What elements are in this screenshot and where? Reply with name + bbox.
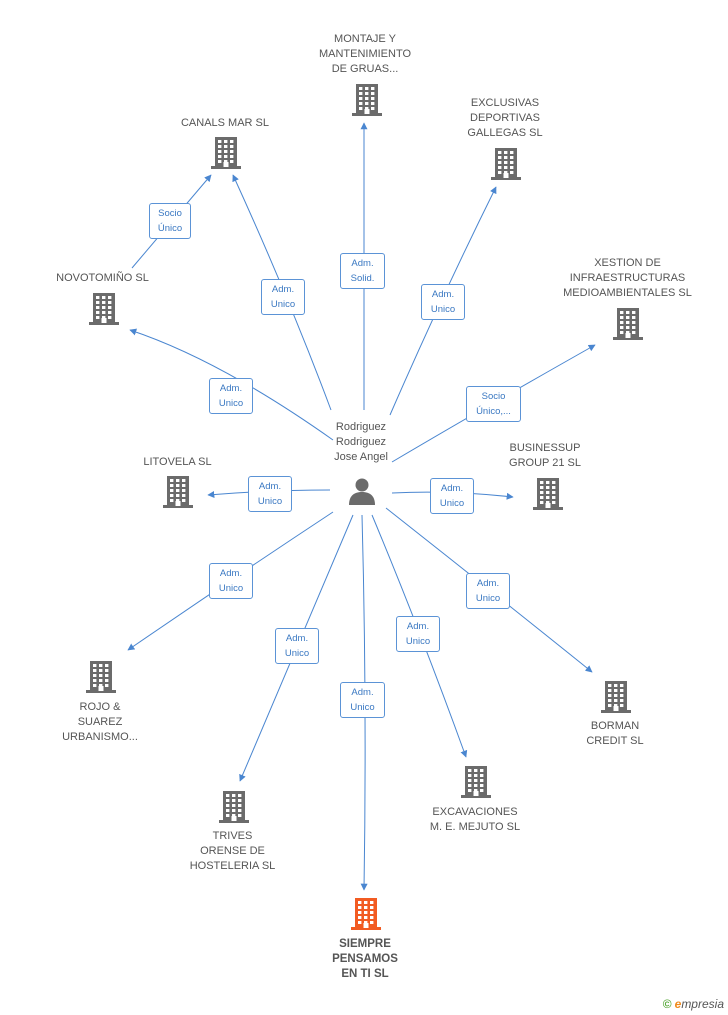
company-label: LITOVELA SL xyxy=(143,456,212,468)
company-label: SIEMPRE PENSAMOS EN TI SL xyxy=(332,938,398,980)
company-xestion[interactable]: XESTION DE INFRAESTRUCTURAS MEDIOAMBIENT… xyxy=(550,256,705,301)
building-icon[interactable] xyxy=(461,766,491,803)
company-litovela[interactable]: LITOVELA SL xyxy=(120,455,235,470)
relation-label-excavaciones[interactable]: Adm. Unico xyxy=(396,616,440,652)
company-exclusivas[interactable]: EXCLUSIVAS DEPORTIVAS GALLEGAS SL xyxy=(450,96,560,141)
relation-label-borman[interactable]: Adm. Unico xyxy=(466,573,510,609)
company-label: NOVOTOMIÑO SL xyxy=(56,272,149,284)
company-label: TRIVES ORENSE DE HOSTELERIA SL xyxy=(189,830,276,872)
company-montaje[interactable]: MONTAJE Y MANTENIMIENTO DE GRUAS... xyxy=(305,32,425,77)
building-icon[interactable] xyxy=(163,476,193,513)
relation-label-businessup[interactable]: Adm. Unico xyxy=(430,478,474,514)
building-icon[interactable] xyxy=(211,137,241,174)
building-icon[interactable] xyxy=(491,148,521,185)
relation-label-novotomino-canals[interactable]: Socio Único xyxy=(149,203,191,239)
company-label: BUSINESSUP GROUP 21 SL xyxy=(509,442,581,469)
company-borman[interactable]: BORMAN CREDIT SL xyxy=(560,719,670,749)
relation-label-siempre[interactable]: Adm. Unico xyxy=(340,682,385,718)
company-label: EXCAVACIONES M. E. MEJUTO SL xyxy=(429,806,521,833)
company-trives[interactable]: TRIVES ORENSE DE HOSTELERIA SL xyxy=(175,829,290,874)
building-icon[interactable] xyxy=(89,293,119,330)
relation-label-trives[interactable]: Adm. Unico xyxy=(275,628,319,664)
company-siempre[interactable]: SIEMPRE PENSAMOS EN TI SL xyxy=(310,937,420,982)
company-label: XESTION DE INFRAESTRUCTURAS MEDIOAMBIENT… xyxy=(563,257,692,299)
company-label: ROJO & SUAREZ URBANISMO... xyxy=(62,701,138,743)
building-icon[interactable] xyxy=(352,84,382,121)
company-label: CANALS MAR SL xyxy=(180,117,270,129)
footer-brand[interactable]: ©empresia xyxy=(663,997,724,1011)
building-icon[interactable] xyxy=(533,478,563,515)
building-icon[interactable] xyxy=(613,308,643,345)
relation-label-montaje[interactable]: Adm. Solid. xyxy=(340,253,385,289)
relation-label-canals[interactable]: Adm. Unico xyxy=(261,279,305,315)
relation-label-novotomino[interactable]: Adm. Unico xyxy=(209,378,253,414)
relation-label-rojo[interactable]: Adm. Unico xyxy=(209,563,253,599)
person-name[interactable]: Rodriguez Rodriguez Jose Angel xyxy=(334,421,388,463)
brand-name: mpresia xyxy=(681,997,724,1011)
company-label: MONTAJE Y MANTENIMIENTO DE GRUAS... xyxy=(318,33,412,75)
company-businessup[interactable]: BUSINESSUP GROUP 21 SL xyxy=(490,441,600,471)
company-label: BORMAN CREDIT SL xyxy=(586,720,644,747)
copyright-icon: © xyxy=(662,997,672,1011)
company-rojo[interactable]: ROJO & SUAREZ URBANISMO... xyxy=(45,700,155,745)
building-icon[interactable] xyxy=(86,661,116,698)
relation-label-litovela[interactable]: Adm. Unico xyxy=(248,476,292,512)
building-icon[interactable] xyxy=(601,681,631,718)
relation-label-exclusivas[interactable]: Adm. Unico xyxy=(421,284,465,320)
company-novotomino[interactable]: NOVOTOMIÑO SL xyxy=(45,271,160,286)
relation-label-xestion[interactable]: Socio Único,... xyxy=(466,386,521,422)
building-icon[interactable] xyxy=(219,791,249,828)
brand-initial: e xyxy=(674,997,682,1011)
company-excavaciones[interactable]: EXCAVACIONES M. E. MEJUTO SL xyxy=(410,805,540,835)
person-icon[interactable] xyxy=(347,476,377,506)
building-icon-highlight[interactable] xyxy=(351,898,381,935)
company-canals[interactable]: CANALS MAR SL xyxy=(160,116,290,131)
company-label: EXCLUSIVAS DEPORTIVAS GALLEGAS SL xyxy=(467,97,543,139)
edge-novotomino xyxy=(129,328,334,441)
